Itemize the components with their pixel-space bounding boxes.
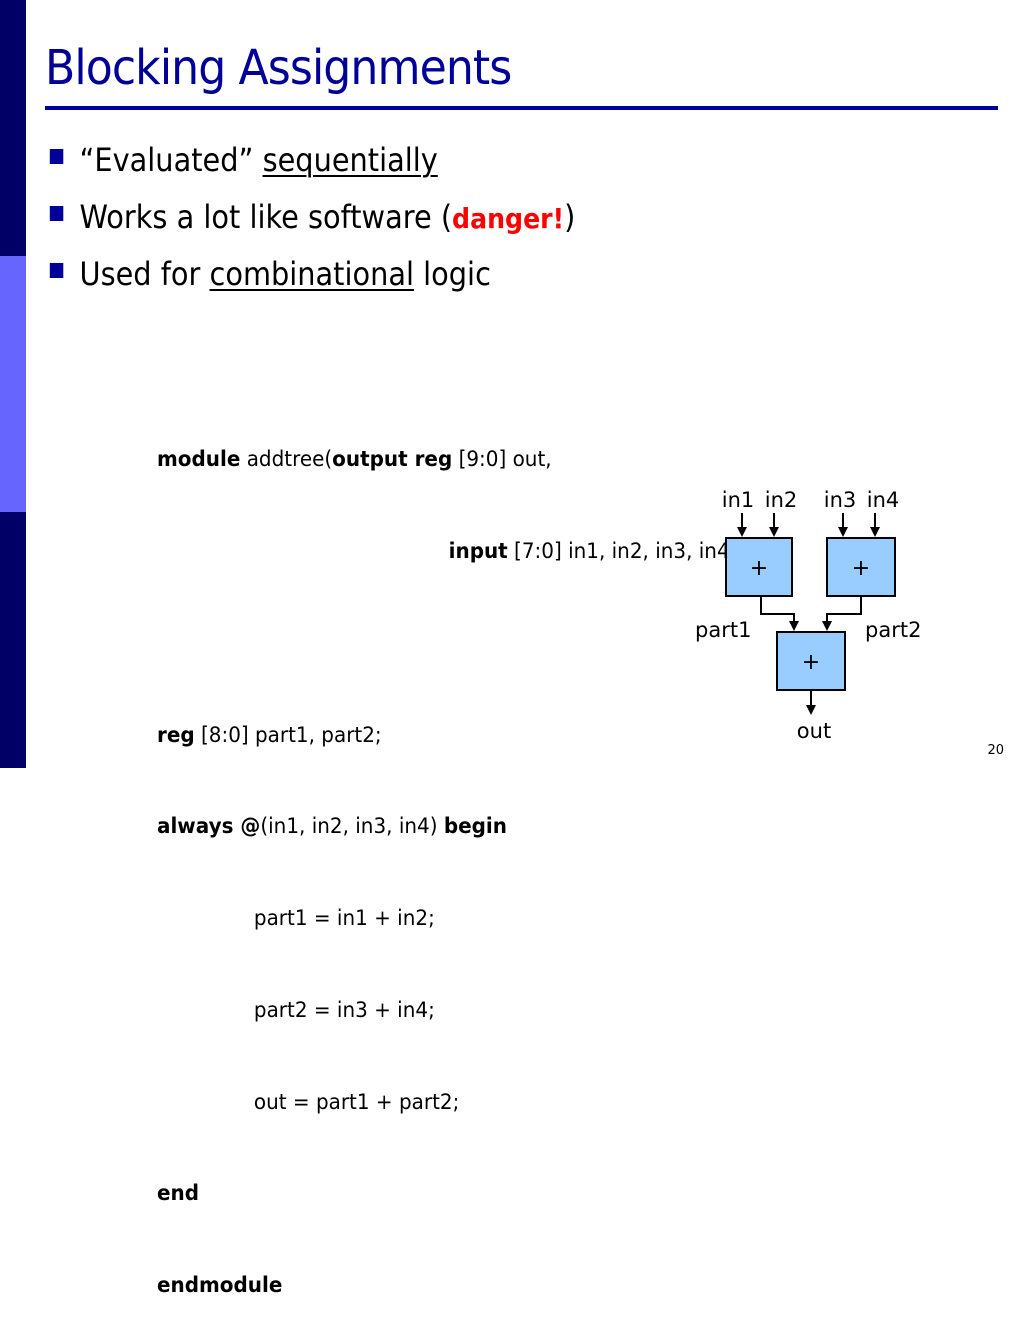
code-line: part1 = in1 + in2; xyxy=(253,906,435,931)
code-line: module addtree(output reg [9:0] out, xyxy=(157,447,552,472)
code-blank-line xyxy=(157,628,744,659)
wire-part1 xyxy=(760,596,799,631)
code-line: reg [8:0] part1, part2; xyxy=(157,722,382,747)
bullet-item: Used for combinational logic xyxy=(48,252,575,309)
code-line: endmodule xyxy=(157,1273,283,1298)
adder-symbol: + xyxy=(852,556,870,581)
accent-bar-middle xyxy=(0,256,26,512)
label-out: out xyxy=(797,719,831,743)
emphasis-sequentially: sequentially xyxy=(262,141,438,179)
square-bullet-icon xyxy=(49,206,64,221)
verilog-code-block: module addtree(output reg [9:0] out, inp… xyxy=(157,383,775,1331)
label-in4: in4 xyxy=(867,488,900,512)
accent-bar-bottom xyxy=(0,512,26,768)
adder-tree-diagram: in1 in2 in3 in4 + + part1 part2 + out xyxy=(695,488,921,743)
label-in2: in2 xyxy=(765,488,798,512)
code-line: out = part1 + part2; xyxy=(253,1089,460,1114)
code-line: part2 = in3 + in4; xyxy=(253,997,435,1022)
label-in3: in3 xyxy=(824,488,857,512)
adder-box-3 xyxy=(776,631,846,691)
bullet-item: “Evaluated” sequentially xyxy=(48,138,575,195)
slide-title: Blocking Assignments xyxy=(45,40,512,96)
page-number: 20 xyxy=(987,743,1004,758)
code-line: end xyxy=(157,1181,200,1206)
danger-text: danger! xyxy=(452,202,565,235)
label-part1: part1 xyxy=(695,618,751,642)
square-bullet-icon xyxy=(49,263,64,278)
adder-symbol: + xyxy=(750,556,768,581)
title-underline xyxy=(45,106,998,110)
adder-symbol: + xyxy=(802,650,820,675)
bullet-item: Works a lot like software (danger!) xyxy=(48,195,575,252)
wire-part2 xyxy=(822,596,862,631)
adder-box-1 xyxy=(725,537,793,597)
label-in1: in1 xyxy=(722,488,755,512)
label-part2: part2 xyxy=(865,618,921,642)
code-line: always @(in1, in2, in3, in4) begin xyxy=(157,814,507,839)
square-bullet-icon xyxy=(49,149,64,164)
accent-bar-top xyxy=(0,0,26,256)
code-line: input [7:0] in1, in2, in3, in4); xyxy=(448,538,745,563)
emphasis-combinational: combinational xyxy=(209,255,415,293)
bullet-list: “Evaluated” sequentially Works a lot lik… xyxy=(48,138,634,309)
